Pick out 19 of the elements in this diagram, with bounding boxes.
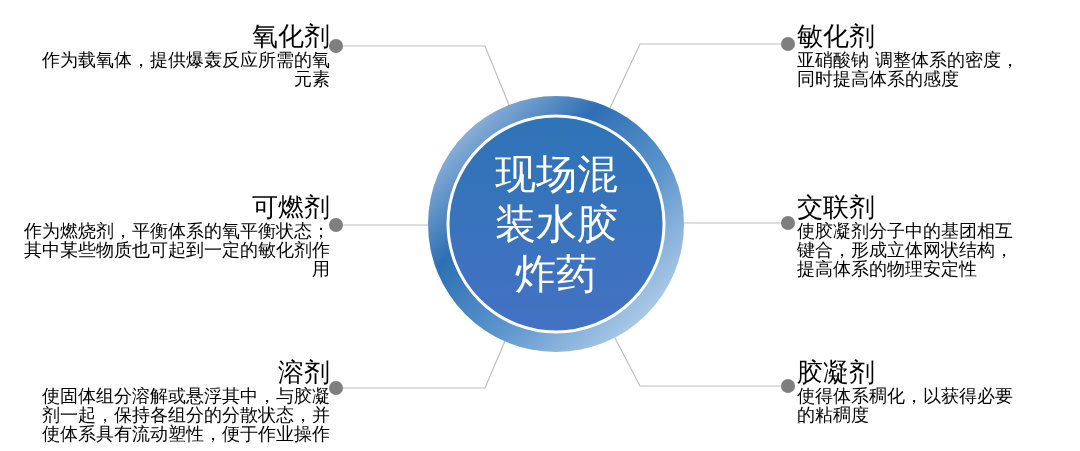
heading: 交联剂 bbox=[797, 193, 876, 221]
connector-line bbox=[329, 39, 510, 106]
description: 作为燃烧剂，平衡体系的氧平衡状态；其中某些物质也可起到一定的敏化剂作用 bbox=[23, 221, 330, 278]
description: 亚硝酸钠 调整体系的密度，同时提高体系的感度 bbox=[797, 50, 1020, 88]
connector-line bbox=[329, 218, 429, 232]
heading: 胶凝剂 bbox=[797, 358, 876, 386]
heading: 可燃剂 bbox=[251, 193, 330, 221]
description: 使胶凝剂分子中的基团相互键合，形成立体网状结构，提高体系的物理安定性 bbox=[797, 221, 1014, 278]
heading: 敏化剂 bbox=[797, 22, 876, 50]
connector-line bbox=[614, 337, 795, 393]
connector-line bbox=[609, 37, 795, 109]
connector-line bbox=[329, 340, 506, 395]
description: 作为载氧体，提供爆轰反应所需的氧元素 bbox=[41, 50, 330, 88]
connector-line bbox=[683, 216, 795, 230]
heading: 溶剂 bbox=[277, 358, 330, 386]
center-circle: 现场混装水胶炸药 bbox=[428, 96, 684, 352]
description: 使得体系稠化，以获得必要的粘稠度 bbox=[797, 386, 1014, 424]
description: 使固体组分溶解或悬浮其中，与胶凝剂一起，保持各组分的分散状态，并使体系具有流动塑性，便于作业操作 bbox=[41, 386, 330, 443]
heading: 氧化剂 bbox=[251, 22, 330, 50]
